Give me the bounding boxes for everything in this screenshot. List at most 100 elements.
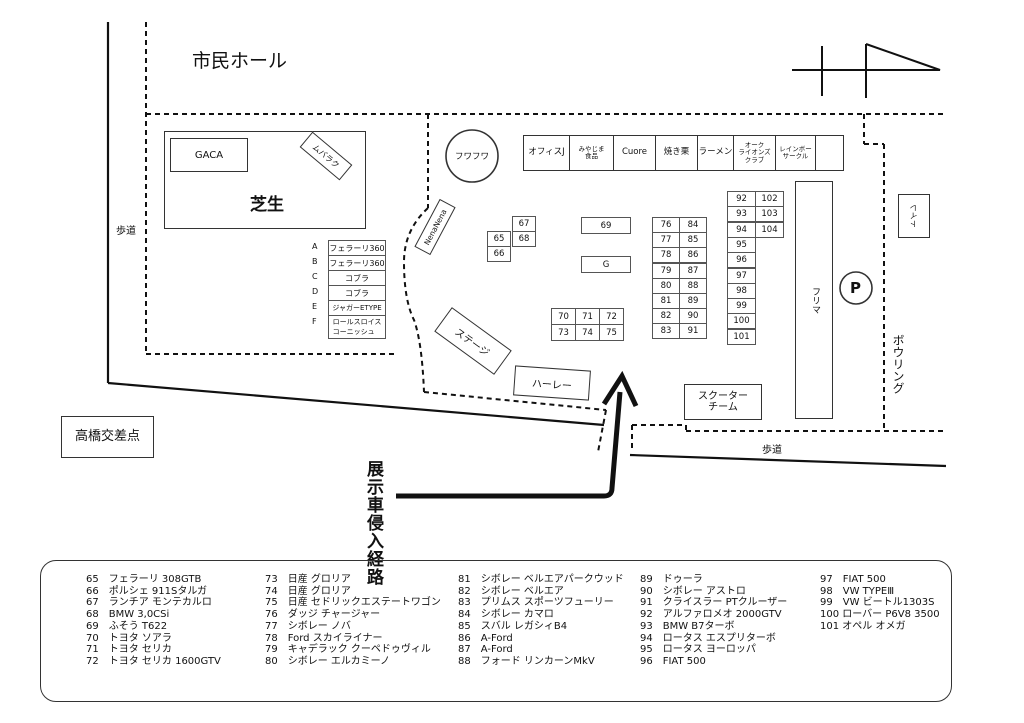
legend-entry: 101 オペル オメガ xyxy=(820,620,906,632)
booth-98: 98 xyxy=(727,282,756,299)
takahashi-intersection: 高橋交差点 xyxy=(61,416,154,458)
booth-65: 65 xyxy=(487,231,511,247)
legend-entry: 99 VW ビートル1303S xyxy=(820,597,935,609)
shop-cuore: Cuore xyxy=(613,135,656,171)
lettered-item-letter: B xyxy=(312,257,318,266)
booth-96: 96 xyxy=(727,252,756,269)
entry-route-label: 展示車侵入経路 xyxy=(363,460,383,586)
lawn-label: 芝生 xyxy=(250,195,284,215)
booth-91: 91 xyxy=(679,323,707,340)
shimin-hall-label: 市民ホール xyxy=(192,50,288,72)
scooter-team-booth: スクーター チーム xyxy=(684,384,762,420)
booth-89: 89 xyxy=(679,293,707,309)
lettered-item-letter: F xyxy=(312,317,317,326)
booth-103: 103 xyxy=(755,206,784,223)
legend-entry: 89 ドゥーラ xyxy=(640,574,703,585)
gaca-booth: GACA xyxy=(170,138,248,172)
booth-99: 99 xyxy=(727,298,756,315)
fuwafuwa-label: フワフワ xyxy=(455,152,490,162)
legend-entry: 65 フェラーリ 308GTB xyxy=(86,574,202,585)
legend-entry: 70 トヨタ ソアラ xyxy=(86,632,172,644)
legend-entry: 96 FIAT 500 xyxy=(640,655,706,667)
booth-75: 75 xyxy=(599,324,624,341)
booth-71: 71 xyxy=(575,308,600,325)
lettered-item-a: フェラーリ360 xyxy=(328,240,386,256)
legend-entry: 83 プリムス スポーツフューリー xyxy=(458,597,614,609)
flea-market-label: フリマ xyxy=(809,286,820,314)
lettered-item-c: コブラ xyxy=(328,270,386,286)
legend-entry: 79 キャデラック クーペドゥヴィル xyxy=(265,644,431,656)
legend-entry: 69 ふそう T622 xyxy=(86,620,168,632)
booth-104: 104 xyxy=(755,221,784,238)
legend-entry: 68 BMW 3,0CSi xyxy=(86,609,170,621)
legend-entry: 81 シボレー ベルエアパークウッド xyxy=(458,574,624,585)
booth-73: 73 xyxy=(551,324,576,341)
booth-100: 100 xyxy=(727,313,756,330)
harley-booth: ハーレー xyxy=(513,365,591,401)
legend-entry: 77 シボレー ノバ xyxy=(265,620,351,632)
booth-69: 69 xyxy=(581,217,631,234)
legend-entry: 66 ポルシェ 911Sタルガ xyxy=(86,585,208,597)
booth-79: 79 xyxy=(652,262,680,279)
booth-86: 86 xyxy=(679,247,707,264)
toilet-area: トイレ xyxy=(898,194,930,238)
legend-entry: 91 クライスラー PTクルーザー xyxy=(640,597,788,609)
legend-entry: 98 VW TYPEⅢ xyxy=(820,585,895,597)
booth-93: 93 xyxy=(727,206,756,223)
lettered-item-letter: A xyxy=(312,242,318,251)
lettered-item-e: ジャガーETYPE xyxy=(328,300,386,316)
lettered-item-d: コブラ xyxy=(328,285,386,301)
lettered-item-f: ロールスロイス コーニッシュ xyxy=(328,315,386,339)
legend-entry: 92 アルファロメオ 2000GTV xyxy=(640,609,782,621)
legend-entry: 78 Ford スカイライナー xyxy=(265,632,383,644)
booth-84: 84 xyxy=(679,217,707,233)
legend-entry: 90 シボレー アストロ xyxy=(640,585,746,597)
booth-85: 85 xyxy=(679,232,707,249)
legend-entry: 84 シボレー カマロ xyxy=(458,609,554,621)
toilet-label: トイレ xyxy=(908,204,918,228)
entry-route-arrow-icon xyxy=(396,370,639,499)
legend-entry: 76 ダッジ チャージャー xyxy=(265,609,381,621)
legend-entry: 71 トヨタ セリカ xyxy=(86,644,172,656)
booth-87: 87 xyxy=(679,262,707,279)
lettered-item-letter: D xyxy=(312,287,319,296)
legend-entry: 72 トヨタ セリカ 1600GTV xyxy=(86,655,221,667)
parking-circle xyxy=(839,271,873,305)
legend-entry: 93 BMW B7ターボ xyxy=(640,620,735,632)
booth-76: 76 xyxy=(652,217,680,233)
legend-entry: 75 日産 セドリックエステートワゴン xyxy=(265,597,441,609)
booth-74: 74 xyxy=(575,324,600,341)
lettered-item-letter: E xyxy=(312,302,318,311)
legend-panel xyxy=(40,560,952,702)
legend-entry: 88 フォード リンカーンMkV xyxy=(458,655,595,667)
fuwafuwa-circle xyxy=(445,129,499,183)
booth-77: 77 xyxy=(652,232,680,249)
legend-entry: 67 ランチア モンテカルロ xyxy=(86,597,212,609)
sidewalk-bottom-label: 歩道 xyxy=(762,445,782,456)
shop-office_j: オフィスJ xyxy=(523,135,570,171)
booth-81: 81 xyxy=(652,293,680,309)
booth-68: 68 xyxy=(512,231,536,247)
parking-label: P xyxy=(850,279,861,297)
legend-entry: 73 日産 グロリア xyxy=(265,574,351,585)
lettered-item-b: フェラーリ360 xyxy=(328,255,386,271)
lettered-item-letter: C xyxy=(312,272,318,281)
legend-entry: 100 ローバー P6V8 3500 xyxy=(820,609,940,621)
booth-101: 101 xyxy=(727,328,756,345)
legend-entry: 80 シボレー エルカミーノ xyxy=(265,655,391,667)
shop-oak_lions: オーク ライオンズ クラブ xyxy=(733,135,776,171)
booth-78: 78 xyxy=(652,247,680,264)
booth-97: 97 xyxy=(727,267,756,284)
legend-entry: 85 スバル レガシィB4 xyxy=(458,620,568,632)
legend-entry: 74 日産 グロリア xyxy=(265,585,351,597)
booth-102: 102 xyxy=(755,191,784,207)
booth-83: 83 xyxy=(652,323,680,340)
booth-95: 95 xyxy=(727,236,756,253)
booth-82: 82 xyxy=(652,308,680,325)
shop-ramen: ラーメン xyxy=(697,135,734,171)
